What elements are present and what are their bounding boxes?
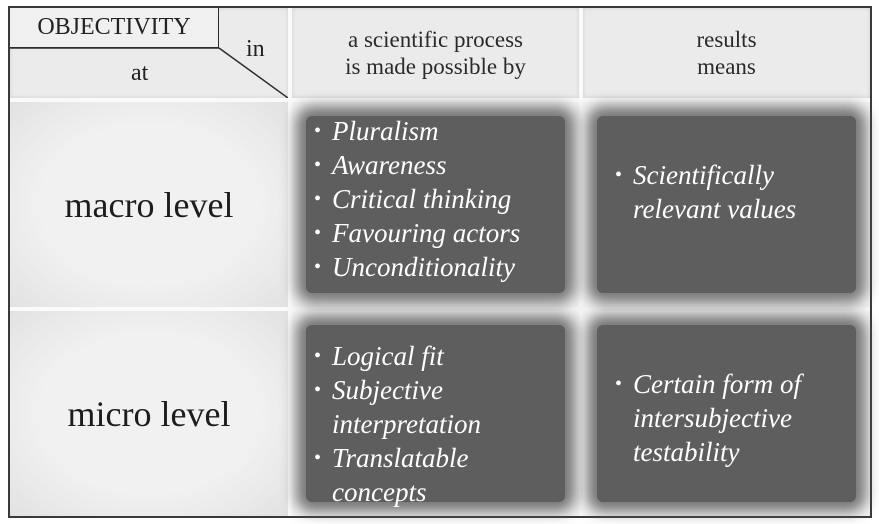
macro-result-cell: Scientifically relevant values bbox=[583, 102, 870, 307]
column-header-line: results bbox=[696, 27, 757, 52]
list-item: Certain form of intersubjective testabil… bbox=[611, 367, 851, 469]
list-item: Logical fit bbox=[310, 339, 550, 373]
column-header-line: is made possible by bbox=[345, 54, 526, 79]
column-header-process: a scientific process is made possible by bbox=[292, 8, 579, 98]
corner-header-cell: OBJECTIVITY in at bbox=[10, 8, 288, 98]
list-item: Critical thinking bbox=[310, 182, 520, 216]
micro-result-cell: Certain form of intersubjective testabil… bbox=[583, 311, 870, 516]
list-item: Scientifically relevant values bbox=[611, 158, 851, 226]
list-item: Favouring actors bbox=[310, 216, 520, 250]
corner-diagonal-line bbox=[10, 47, 288, 98]
corner-at-label: at bbox=[131, 60, 149, 86]
column-header-line: means bbox=[697, 54, 756, 79]
corner-in-label: in bbox=[246, 36, 265, 62]
row-label-micro: micro level bbox=[10, 311, 288, 516]
list-item: Translatable concepts bbox=[310, 441, 550, 509]
list-item: Awareness bbox=[310, 148, 520, 182]
column-header-line: a scientific process bbox=[348, 27, 523, 52]
corner-title: OBJECTIVITY bbox=[10, 8, 219, 48]
macro-process-list: Pluralism Awareness Critical thinking Fa… bbox=[310, 114, 520, 284]
micro-result-list: Certain form of intersubjective testabil… bbox=[611, 367, 851, 469]
column-header-results: results means bbox=[583, 8, 870, 98]
list-item: Pluralism bbox=[310, 114, 520, 148]
micro-process-cell: Logical fit Subjective interpretation Tr… bbox=[292, 311, 579, 516]
list-item: Subjective interpretation bbox=[310, 373, 550, 441]
level-label: micro level bbox=[67, 393, 231, 434]
macro-process-cell: Pluralism Awareness Critical thinking Fa… bbox=[292, 102, 579, 307]
list-item: Unconditionality bbox=[310, 250, 520, 284]
micro-process-list: Logical fit Subjective interpretation Tr… bbox=[310, 339, 550, 509]
macro-result-list: Scientifically relevant values bbox=[611, 158, 851, 226]
objectivity-table: OBJECTIVITY in at a scientific process i… bbox=[8, 6, 872, 518]
row-label-macro: macro level bbox=[10, 102, 288, 307]
level-label: macro level bbox=[64, 184, 234, 225]
